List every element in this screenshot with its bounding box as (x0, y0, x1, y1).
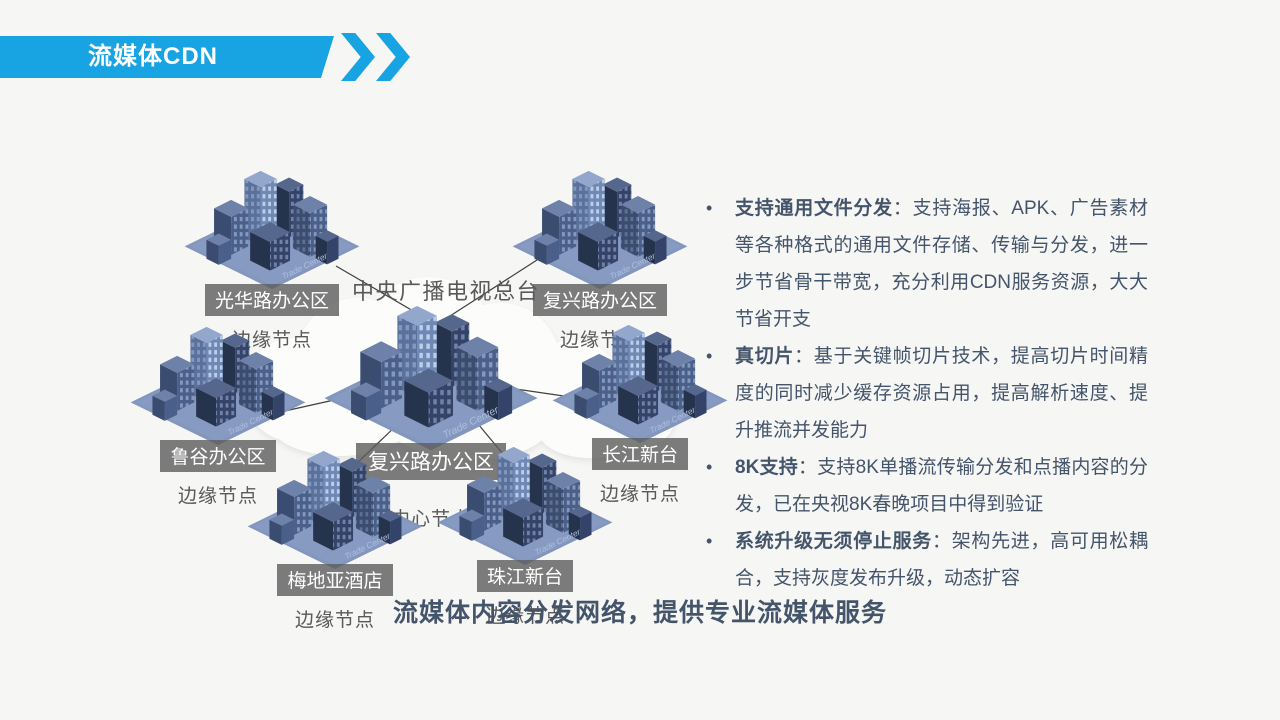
bullet-icon: • (706, 457, 713, 477)
slide-caption: 流媒体内容分发网络，提供专业流媒体服务 (392, 599, 887, 627)
node-zhujiang-station: 珠江新台 边缘节点 (430, 432, 620, 628)
node-role-label: 边缘节点 (484, 606, 565, 627)
central-network-title: 中央广播电视总台 (352, 279, 541, 304)
chevron-right-icon (341, 33, 375, 81)
node-role-label: 边缘节点 (177, 486, 258, 507)
node-meidiya-hotel: 梅地亚酒店 边缘节点 (240, 436, 430, 632)
node-role-label: 边缘节点 (599, 484, 680, 505)
feature-term: 支持通用文件分发 (735, 198, 893, 219)
feature-list: • 支持通用文件分发：支持海报、APK、广告素材等各种格式的通用文件存储、传输与分… (698, 190, 1148, 597)
feature-item: • 真切片：基于关键帧切片技术，提高切片时间精度的同时减少缓存资源占用，提高解析速… (698, 338, 1148, 449)
node-name-label: 鲁谷办公区 (160, 440, 276, 472)
node-role-label: 边缘节点 (294, 610, 375, 631)
feature-term: 8K支持 (735, 457, 798, 478)
feature-item: • 系统升级无须停止服务：架构先进，高可用松耦合，支持灰度发布升级，动态扩容 (698, 523, 1148, 597)
feature-desc: ：支持海报、APK、广告素材等各种格式的通用文件存储、传输与分发，进一步节省骨干… (735, 198, 1148, 330)
bullet-icon: • (706, 198, 713, 218)
isometric-city-icon (177, 156, 367, 294)
feature-term: 真切片 (735, 346, 795, 367)
feature-desc: ：支持8K单播流传输分发和点播内容的分发，已在央视8K春晚项目中得到验证 (735, 457, 1148, 515)
slide-title-bar: 流媒体CDN (0, 36, 334, 78)
chevron-right-icon (376, 33, 410, 81)
page-title: 流媒体CDN (88, 43, 218, 70)
feature-desc: ：架构先进，高可用松耦合，支持灰度发布升级，动态扩容 (735, 531, 1148, 589)
feature-item: • 支持通用文件分发：支持海报、APK、广告素材等各种格式的通用文件存储、传输与分… (698, 190, 1148, 338)
bullet-icon: • (706, 346, 713, 366)
isometric-city-icon (315, 288, 547, 456)
node-name-label: 梅地亚酒店 (277, 564, 393, 596)
bullet-icon: • (706, 531, 713, 551)
node-name-label: 光华路办公区 (204, 284, 339, 316)
feature-desc: ：基于关键帧切片技术，提高切片时间精度的同时减少缓存资源占用，提高解析速度、提升… (735, 346, 1148, 441)
node-name-label: 珠江新台 (476, 560, 573, 592)
node-lugu-office: 鲁谷办公区 边缘节点 (123, 312, 313, 508)
isometric-city-icon (430, 432, 620, 570)
feature-item: • 8K支持：支持8K单播流传输分发和点播内容的分发，已在央视8K春晚项目中得到验… (698, 449, 1148, 523)
isometric-city-icon (240, 436, 430, 574)
node-guanghua-road-office: 光华路办公区 边缘节点 (177, 156, 367, 352)
isometric-city-icon (123, 312, 313, 450)
feature-term: 系统升级无须停止服务 (735, 531, 932, 552)
